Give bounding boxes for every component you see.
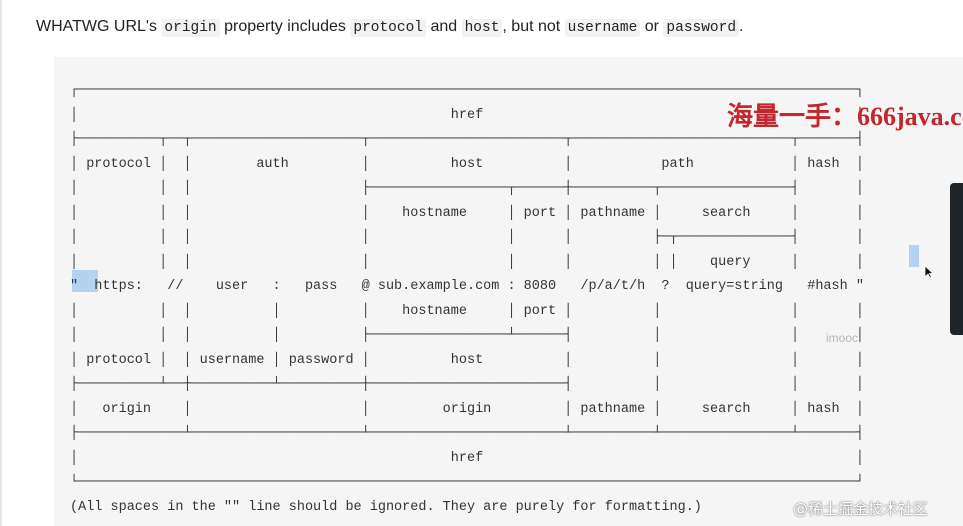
diagram-line: │ origin │ │ origin │ pathname │ search … <box>70 401 864 417</box>
code-origin: origin <box>161 19 220 37</box>
left-border <box>0 0 2 526</box>
url-diagram[interactable]: ┌───────────────────────────────────────… <box>70 79 864 520</box>
intro-text-1: WHATWG URL's <box>36 18 162 35</box>
watermark-top: 海量一手：666java.com <box>727 102 963 131</box>
diagram-line: ├─────────────┴─────────────────────┴───… <box>70 426 864 441</box>
text-selection-start <box>72 270 98 292</box>
diagram-line: │ │ │ │ │ │ │ │ query │ │ <box>70 254 864 270</box>
code-password: password <box>663 19 740 37</box>
code-host: host <box>461 19 503 37</box>
diagram-line: " https: // user : pass @ sub.example.co… <box>70 279 864 294</box>
intro-text-6: . <box>739 18 744 35</box>
diagram-line: │ │ │ │ │ hostname │ port │ │ │ │ <box>70 303 864 319</box>
diagram-line: (All spaces in the "" line should be ign… <box>70 499 702 515</box>
diagram-line: │ │ │ │ hostname │ port │ pathname │ sea… <box>70 205 864 221</box>
code-username: username <box>564 19 641 37</box>
code-block[interactable]: ┌───────────────────────────────────────… <box>54 57 963 526</box>
intro-text-2: property includes <box>219 18 351 35</box>
watermark-juejin: @稀土掘金技术社区 <box>793 500 929 518</box>
diagram-line: │ protocol │ │ auth │ host │ path │ hash… <box>70 156 864 172</box>
intro-text-4: , but not <box>502 18 565 35</box>
text-selection-end <box>909 245 919 267</box>
diagram-line: │ │ │ │ │ │ ├─┬──────────────┤ │ <box>70 230 864 245</box>
diagram-line: │ │ │ │ ├─────────────────┴──────┤ │ │ │ <box>70 328 864 343</box>
intro-text-5: or <box>640 18 664 35</box>
diagram-line: ├──────────┬──┬─────────────────────┬───… <box>70 132 864 147</box>
diagram-line: │ href │ <box>70 107 864 123</box>
intro-paragraph: WHATWG URL's origin property includes pr… <box>36 16 744 39</box>
diagram-line: ┌───────────────────────────────────────… <box>70 83 864 98</box>
diagram-line: │ href │ <box>70 450 864 466</box>
watermark-imooc: imooc <box>826 331 859 345</box>
diagram-line: │ protocol │ │ username │ password │ hos… <box>70 352 864 368</box>
diagram-line: └───────────────────────────────────────… <box>70 475 864 490</box>
code-protocol: protocol <box>350 19 426 37</box>
intro-text-3: and <box>426 18 462 35</box>
diagram-line: │ │ │ ├─────────────────┬──────┼────────… <box>70 181 864 196</box>
diagram-line: ├──────────┴──┼──────────┴──────────┼───… <box>70 377 864 392</box>
side-panel-handle[interactable] <box>950 183 963 335</box>
